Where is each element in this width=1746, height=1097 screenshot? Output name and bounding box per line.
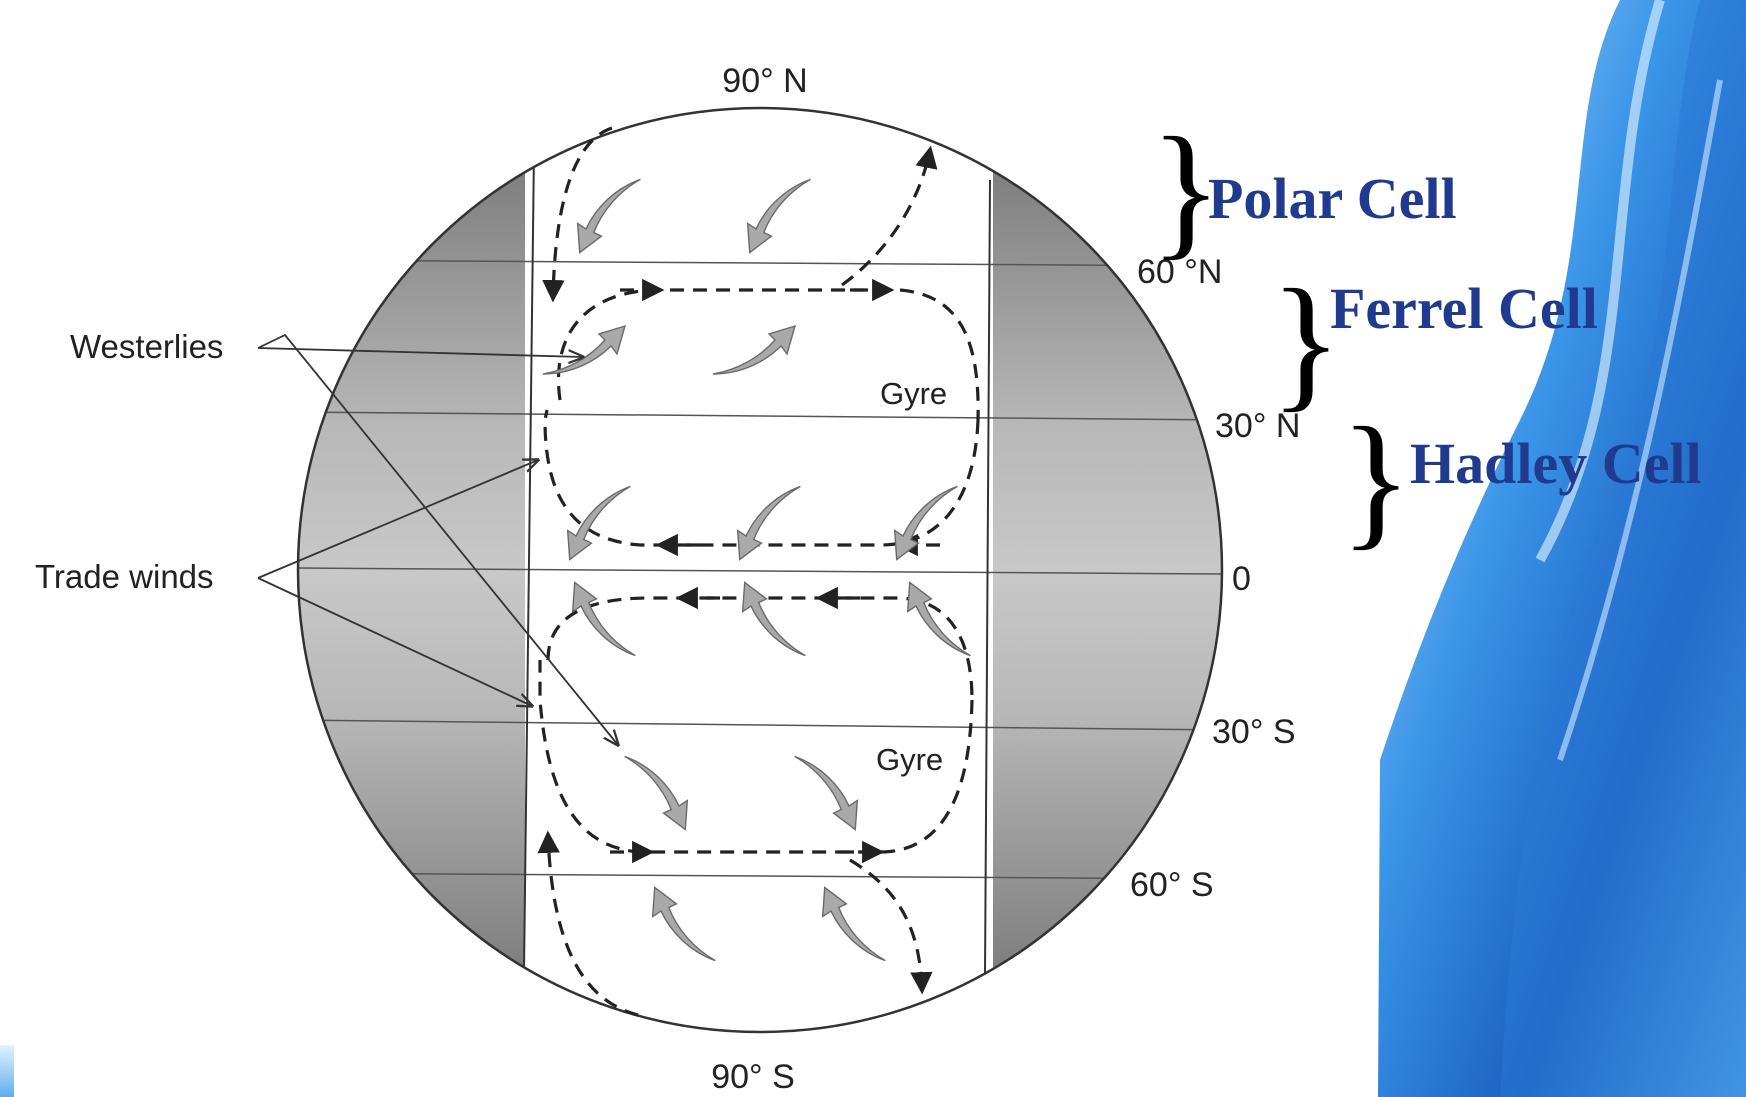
gyre-label-south: Gyre [876,742,943,777]
blue-water-decoration [1378,0,1746,1097]
polar-south-descending-path [849,858,933,995]
latitude-label-30n: 30° N [1215,407,1300,445]
latitude-label-60n: 60 °N [1137,253,1222,291]
globe-outline [296,106,1224,1034]
westerlies-label: Westerlies [70,328,223,365]
gyre-label-north: Gyre [880,376,947,411]
latitude-label-60s: 60° S [1130,866,1214,904]
polar-north-descending-path [542,126,613,303]
ferrel-cell-label: Ferrel Cell [1330,276,1598,341]
latitude-label-equator: 0 [1232,560,1251,598]
latitude-label-90s: 90° S [711,1058,795,1096]
hadley-cell-label: Hadley Cell [1410,431,1702,496]
circulation-paths [537,126,980,1017]
north-gyre-lower [543,409,980,547]
hadley-cell-brace: } [1340,397,1412,563]
trade-winds-label: Trade winds [35,558,214,595]
callout-leader-lines [257,333,618,745]
latitude-label-30s: 30° S [1212,713,1296,751]
western-boundary [523,149,535,971]
latitude-label-90n: 90° N [722,62,807,100]
ferrel-cell-brace: } [1270,259,1342,425]
polar-cell-label: Polar Cell [1208,166,1457,231]
south-gyre-upper [546,596,974,701]
eastern-boundary [984,179,991,976]
polar-north-rising-path [841,145,938,287]
polar-cell-brace: } [1150,107,1222,273]
globe [296,106,1224,1034]
latitude-lines [298,259,1222,880]
blue-edge-decoration [0,1045,14,1097]
